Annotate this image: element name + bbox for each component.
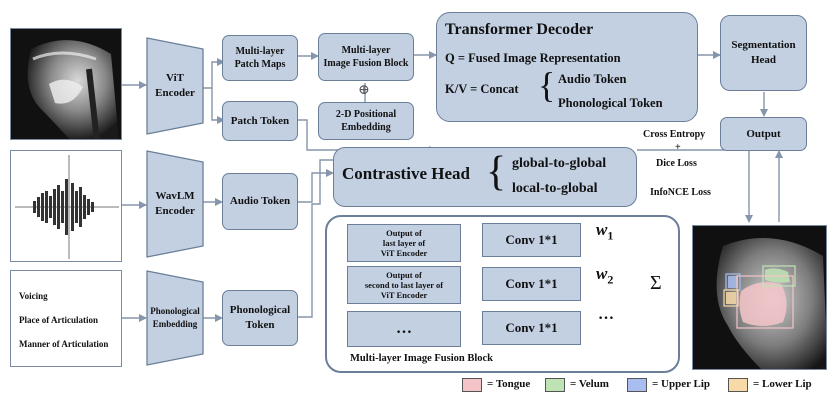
decoder-title: Transformer Decoder [445, 21, 594, 38]
weight-w1-sub: 1 [607, 228, 614, 243]
output-label: Output [746, 127, 781, 140]
patch-token-label: Patch Token [230, 114, 290, 127]
audio-token-label: Audio Token [229, 195, 291, 208]
fusion-input-1-line3: ViT Encoder [380, 248, 428, 259]
phon-embedding-line2: Embedding [152, 319, 198, 329]
conv-b-label: Conv 1*1 [505, 276, 558, 292]
vit-encoder-line1: ViT [166, 71, 184, 84]
fusion-input-1-line1: Output of [386, 227, 422, 238]
decoder-kv: K/V = Concat [445, 82, 519, 96]
segmented-output-image [692, 225, 827, 370]
fusion-block-line1: Multi-layer [341, 44, 391, 56]
fusion-detail-caption: Multi-layer Image Fusion Block [350, 353, 494, 364]
contrastive-item-l2g: local-to-global [512, 181, 598, 196]
positional-line2: Embedding [341, 122, 391, 133]
conv-1x1-b: Conv 1*1 [482, 267, 581, 301]
conv-c-label: Conv 1*1 [505, 320, 558, 336]
phonological-token-box: Phonological Token [222, 290, 298, 346]
fusion-input-2-line3: ViT Encoder [380, 290, 428, 301]
patch-token-box: Patch Token [222, 101, 298, 141]
loss-cross-entropy: Cross Entropy [643, 129, 706, 140]
legend-label-tongue: = Tongue [487, 378, 531, 390]
loss-infonce: InfoNCE Loss [650, 187, 711, 198]
fusion-input-2: Output of second to last layer of ViT En… [347, 266, 461, 304]
fusion-input-3: … [347, 311, 461, 347]
audio-token-box: Audio Token [222, 173, 298, 230]
feature-voicing: Voicing [19, 291, 48, 301]
weight-w2: w2 [596, 264, 613, 287]
conv-a-label: Conv 1*1 [505, 232, 558, 248]
seg-head-line2: Head [750, 54, 777, 66]
wavlm-encoder-line2: Encoder [155, 205, 195, 217]
fusion-block-line2: Image Fusion Block [323, 58, 409, 69]
feature-manner: Manner of Articulation [19, 339, 109, 349]
contrastive-head-box: Contrastive Head { global-to-global loca… [333, 147, 637, 207]
vit-encoder: ViT Encoder [146, 37, 204, 135]
summation-symbol: Σ [650, 272, 662, 294]
patch-maps-line1: Multi-layer [235, 45, 285, 57]
oplus-symbol: ⊕ [358, 83, 370, 98]
fusion-input-2-line2: second to last layer of [364, 279, 444, 290]
wavlm-encoder: WavLM Encoder [146, 150, 204, 258]
loss-dice: Dice Loss [656, 158, 697, 169]
positional-line1: 2-D Positional [335, 108, 397, 120]
patch-maps-box: Multi-layer Patch Maps [222, 35, 298, 81]
phonological-embedding: Phonological Embedding [146, 270, 204, 366]
weight-w1-base: w [596, 220, 608, 239]
decoder-brace: { [538, 65, 556, 105]
weight-w2-sub: 2 [607, 272, 614, 287]
fusion-input-3-label: … [396, 320, 412, 338]
decoder-q: Q = Fused Image Representation [445, 51, 621, 65]
phon-embedding-line1: Phonological [150, 306, 200, 317]
legend-swatch-upper-lip [627, 378, 647, 392]
legend-swatch-velum [545, 378, 565, 392]
phon-token-line1: Phonological [229, 304, 291, 317]
weight-w1: w1 [596, 220, 613, 243]
transformer-decoder-box: Transformer Decoder Q = Fused Image Repr… [436, 12, 698, 122]
audio-waveform-image [10, 150, 122, 262]
wavlm-encoder-line1: WavLM [155, 189, 195, 202]
seg-head-line1: Segmentation [731, 39, 796, 52]
decoder-item-audio: Audio Token [558, 72, 627, 86]
output-box: Output [720, 117, 807, 151]
weight-ellipsis-base: … [598, 306, 614, 323]
image-fusion-block-box: Multi-layer Image Fusion Block [318, 33, 414, 81]
fusion-input-2-line1: Output of [386, 269, 422, 280]
fusion-input-1-line2: last layer of [382, 237, 426, 248]
loss-plus: + [675, 142, 681, 153]
legend-label-velum: = Velum [570, 378, 609, 390]
contrastive-title: Contrastive Head [342, 164, 470, 183]
legend-label-lower-lip: = Lower Lip [753, 378, 812, 390]
legend-swatch-tongue [462, 378, 482, 392]
fusion-input-1: Output of last layer of ViT Encoder [347, 224, 461, 262]
conv-1x1-c: Conv 1*1 [482, 311, 581, 345]
mri-input-image [10, 28, 122, 140]
weight-ellipsis: … [598, 306, 614, 324]
legend-label-upper-lip: = Upper Lip [652, 378, 711, 390]
weight-w2-base: w [596, 264, 608, 283]
phonological-features-box: Voicing Place of Articulation Manner of … [10, 270, 122, 367]
conv-1x1-a: Conv 1*1 [482, 223, 581, 257]
contrastive-brace: { [486, 149, 507, 195]
phon-token-line2: Token [245, 319, 275, 331]
contrastive-item-g2g: global-to-global [512, 156, 607, 171]
decoder-item-phon: Phonological Token [558, 96, 663, 110]
legend-swatch-lower-lip [728, 378, 748, 392]
positional-embedding-box: 2-D Positional Embedding [318, 102, 414, 140]
feature-place: Place of Articulation [19, 315, 98, 325]
vit-encoder-line2: Encoder [155, 87, 195, 99]
patch-maps-line2: Patch Maps [234, 59, 286, 70]
segmentation-head-box: Segmentation Head [720, 15, 807, 91]
